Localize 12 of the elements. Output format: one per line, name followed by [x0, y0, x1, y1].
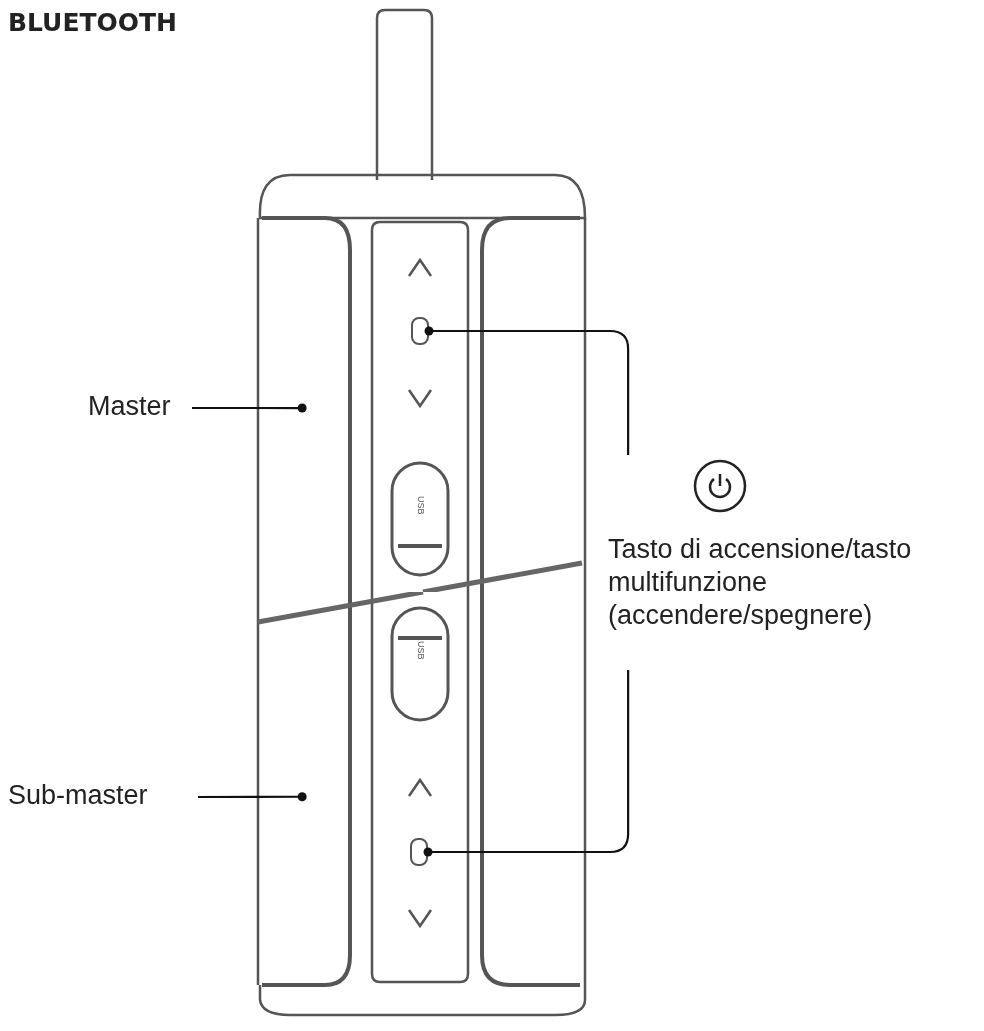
leader-line — [423, 670, 630, 857]
callout-text: Tasto di accensione/tasto multifunzione (accendere/spegnere) — [608, 533, 913, 632]
usb-label: USB — [416, 496, 426, 515]
leader-line — [198, 792, 307, 802]
power-button — [411, 317, 429, 345]
leader-line — [192, 403, 307, 413]
callout-text: Master — [88, 390, 192, 426]
leader-line — [424, 326, 630, 455]
power-button — [410, 838, 428, 866]
usb-label: USB — [416, 641, 426, 660]
callout-text: Sub-master — [8, 779, 198, 815]
title: BLUETOOTH — [8, 8, 177, 37]
